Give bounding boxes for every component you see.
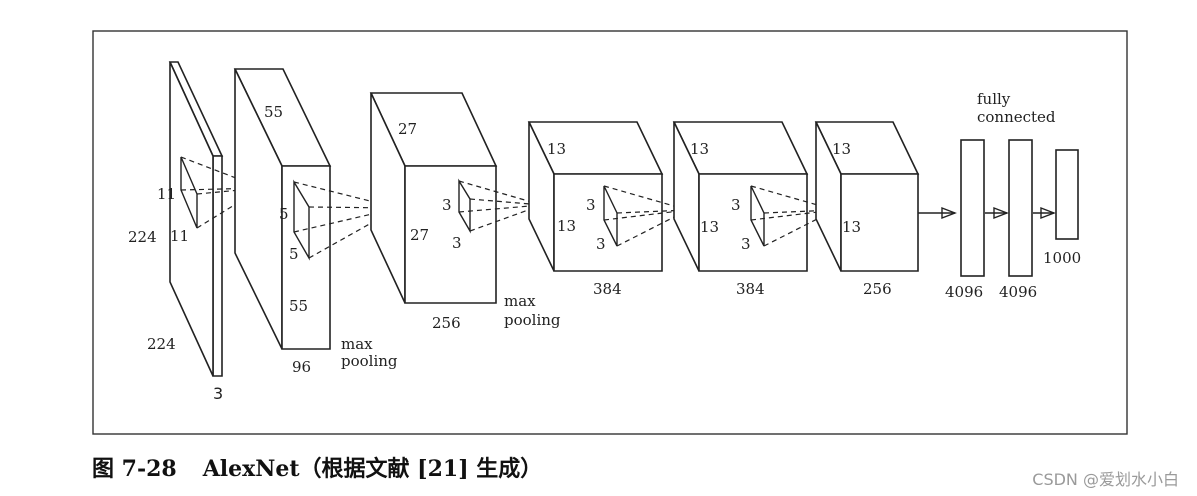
conv4-height-label: 13 [690,140,709,158]
conv2-depth-label: 256 [432,314,461,332]
conv1-pool-label-2: pooling [341,352,398,370]
conv2-layer: 27 3 3 27 256 max pooling [369,92,561,332]
conv3-kernel-h-label: 3 [586,196,596,214]
input-height-label: 224 [128,228,157,246]
conv2-pool-label-1: max [504,292,536,310]
fc2-label: 4096 [999,283,1037,301]
figure-title: AlexNet（根据文献 [21] 生成） [202,456,543,482]
fc3-block [1055,149,1079,240]
fc-arrows [918,206,1056,220]
input-depth-label: 3 [213,384,223,403]
conv4-kernel-w-label: 3 [741,235,751,253]
conv2-width-label: 27 [410,226,429,244]
conv4-width-label: 13 [700,218,719,236]
conv3-width-label: 13 [557,217,576,235]
watermark: CSDN @爱划水小白 [1032,470,1179,489]
conv1-width-label: 55 [289,297,308,315]
figure-caption: 图 7-28 AlexNet（根据文献 [21] 生成） [92,451,542,483]
conv1-depth-label: 96 [292,358,311,376]
fc-label-2: connected [977,108,1056,126]
conv5-width-label: 13 [842,218,861,236]
fc1-block [960,139,985,277]
conv4-depth-label: 384 [736,280,765,298]
conv5-height-label: 13 [832,140,851,158]
conv4-layer: 13 13 3 3 384 [672,121,836,298]
conv5-depth-label: 256 [863,280,892,298]
conv5-layer: 13 13 256 [814,121,920,298]
conv2-kernel-h-label: 3 [442,196,452,214]
fc1-label: 4096 [945,283,983,301]
conv3-kernel-w-label: 3 [596,235,606,253]
input-kernel-h-label: 11 [157,185,176,203]
conv3-front-face [553,173,663,272]
conv2-height-label: 27 [398,120,417,138]
conv1-height-label: 55 [264,103,283,121]
conv2-kernel-w-label: 3 [452,234,462,252]
fc-label-1: fully [977,90,1011,108]
conv2-front-face [404,165,497,304]
figure-number: 图 7-28 [92,456,177,482]
fc-layers: fully connected 4096 4096 1000 [945,90,1081,301]
input-width-label: 224 [147,335,176,353]
conv1-kernel-w-label: 5 [289,245,299,263]
conv1-kernel-h-label: 5 [279,205,289,223]
input-kernel-w-label: 11 [170,227,189,245]
conv2-pool-label-2: pooling [504,311,561,329]
conv1-layer: 55 5 5 55 96 max pooling [233,68,399,376]
conv1-pool-label-1: max [341,335,373,353]
conv3-layer: 13 13 3 3 384 [527,121,689,298]
fc2-block [1008,139,1033,277]
input-front-face [169,61,214,377]
conv4-kernel-h-label: 3 [731,196,741,214]
conv5-front-face [840,173,919,272]
figure-frame [92,30,1128,435]
fc3-label: 1000 [1043,249,1081,267]
conv3-height-label: 13 [547,140,566,158]
conv3-depth-label: 384 [593,280,622,298]
